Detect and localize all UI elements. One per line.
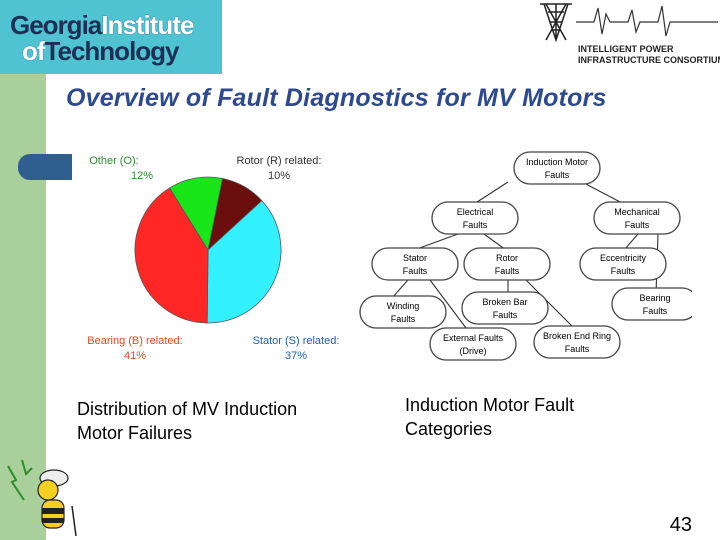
node-root-label-2: Faults — [545, 170, 570, 180]
logo-text-georgia: Georgia — [10, 10, 102, 40]
pie-label-stator: Stator (S) related: — [253, 335, 340, 347]
caption-tree: Induction Motor Fault Categories — [405, 395, 575, 439]
node-bearing-label: Bearing — [639, 293, 670, 303]
georgia-tech-logo: GeorgiaInstitute ofTechnology — [0, 0, 222, 74]
caption-pie: Distribution of MV Induction Motor Failu… — [77, 399, 298, 443]
logo-text-of: of — [22, 36, 46, 66]
pie-slice-stator — [206, 200, 282, 324]
node-eccentricity-label-2: Faults — [611, 266, 636, 276]
node-electrical-label-2: Faults — [463, 220, 488, 230]
node-winding-label-2: Faults — [391, 314, 416, 324]
node-broken-end-ring-label: Broken End Ring — [543, 331, 611, 341]
node-mechanical-label: Mechanical — [614, 207, 660, 217]
page-number: 43 — [669, 514, 692, 536]
node-stator-label: Stator — [403, 253, 427, 263]
left-decorative-bar — [0, 0, 46, 540]
pie-slice-bearing — [134, 187, 209, 324]
pie-label-rotor: Rotor (R) related: — [237, 155, 322, 167]
node-eccentricity-label: Eccentricity — [600, 253, 647, 263]
pie-pct-bearing: 41% — [124, 350, 146, 362]
logo-text-technology: Technology — [44, 36, 180, 66]
logo-text-institute: Institute — [101, 10, 194, 40]
node-bearing-label-2: Faults — [643, 306, 668, 316]
node-broken-end-ring-label-2: Faults — [565, 344, 590, 354]
pie-label-bearing: Bearing (B) related: — [87, 335, 182, 347]
node-external-label-2: (Drive) — [460, 346, 487, 356]
node-mechanical-label-2: Faults — [625, 220, 650, 230]
node-electrical-label: Electrical — [457, 207, 494, 217]
node-root-label: Induction Motor — [526, 157, 588, 167]
pie-chart: Other (O): 12% Rotor (R) related: 10% Be… — [87, 155, 340, 362]
node-broken-bar-label: Broken Bar — [482, 297, 527, 307]
left-decorative-tab — [18, 154, 72, 180]
node-broken-bar-label-2: Faults — [493, 310, 518, 320]
ipic-line1: INTELLIGENT POWER — [578, 44, 674, 54]
node-rotor-label-2: Faults — [495, 266, 520, 276]
pie-pct-stator: 37% — [285, 350, 307, 362]
yellow-jacket-mascot-icon — [7, 459, 77, 536]
pie-pct-other: 12% — [131, 170, 153, 182]
ipic-line2: INFRASTRUCTURE CONSORTIUM — [578, 55, 720, 65]
node-rotor-label: Rotor — [496, 253, 518, 263]
pie-label-other: Other (O): — [89, 155, 139, 167]
ipic-logo: INTELLIGENT POWER INFRASTRUCTURE CONSORT… — [532, 0, 720, 70]
node-winding-label: Winding — [387, 301, 420, 311]
node-external: External Faults (Drive) — [429, 327, 517, 361]
pie-pct-rotor: 10% — [268, 170, 290, 182]
pie-slice-other — [169, 176, 223, 252]
node-external-label: External Faults — [443, 333, 504, 343]
node-stator-label-2: Faults — [403, 266, 428, 276]
power-tower-icon — [540, 3, 718, 43]
slide-title: Overview of Fault Diagnostics for MV Mot… — [66, 84, 607, 112]
